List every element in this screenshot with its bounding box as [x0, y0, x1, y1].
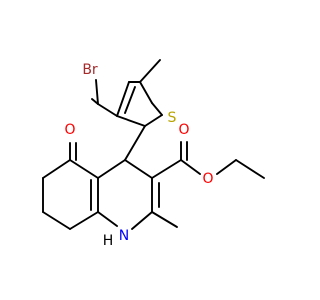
bond [97, 159, 126, 179]
bond [139, 81, 153, 104]
molecule-diagram: Br S O O O H N [42, 59, 265, 249]
bond [95, 79, 99, 105]
bond [42, 159, 71, 179]
bond [180, 159, 201, 175]
bond [69, 159, 99, 179]
bond [69, 211, 99, 230]
bond [116, 81, 130, 117]
bond [91, 98, 99, 105]
bond [151, 211, 178, 228]
bond [139, 59, 161, 83]
bond [116, 115, 146, 127]
atom-o-ketone: O [64, 122, 75, 138]
bond [97, 211, 118, 227]
atom-o-ester: O [202, 171, 213, 187]
atom-s: S [168, 110, 177, 126]
bond [124, 159, 153, 179]
bond [131, 211, 153, 230]
bond [151, 159, 182, 179]
bond [124, 86, 136, 114]
atom-h: H [103, 233, 114, 249]
bond [124, 125, 146, 161]
bonds [42, 59, 265, 230]
atom-labels: Br S O O O H N [64, 62, 213, 249]
bond [235, 159, 265, 179]
bond [216, 159, 237, 175]
atom-o-carbonyl: O [178, 122, 189, 138]
atom-br: Br [82, 62, 98, 78]
atom-n: N [119, 228, 129, 244]
bond [144, 114, 163, 127]
bond [42, 211, 71, 230]
bond [151, 102, 163, 116]
bond [97, 103, 118, 117]
